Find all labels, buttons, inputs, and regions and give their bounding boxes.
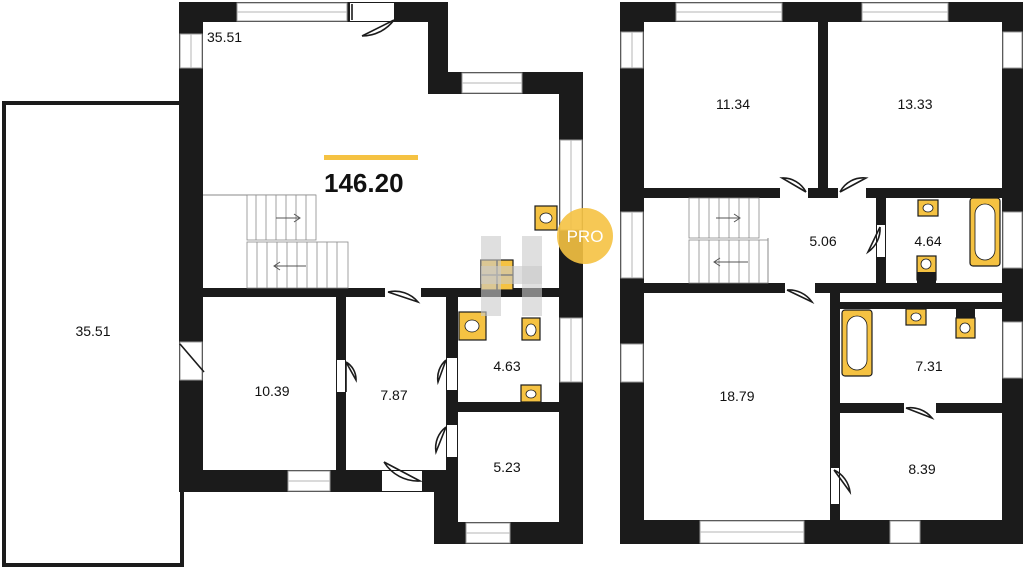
room-area-room-a: 10.39 — [254, 383, 289, 399]
room-area-bath-1: 4.63 — [493, 358, 520, 374]
room-area-bath-2: 4.64 — [914, 233, 941, 249]
room-area-room-c: 8.39 — [908, 461, 935, 477]
room-area-room-b: 5.23 — [493, 459, 520, 475]
floor-2-walls — [620, 2, 1023, 544]
room-area-terrace: 35.51 — [75, 323, 110, 339]
room-area-hall-living: 35.51 — [207, 29, 242, 45]
terrace-outline — [2, 101, 184, 567]
total-area: 146.20 — [324, 168, 404, 198]
floor-2-stairs — [688, 197, 769, 284]
room-area-hall-2: 5.06 — [809, 233, 836, 249]
watermark-text: PRO — [567, 227, 604, 246]
floor-2-doors — [779, 177, 936, 504]
room-area-bedroom-3: 18.79 — [719, 388, 754, 404]
room-area-bedroom-2: 13.33 — [897, 96, 932, 112]
floor-1-doors — [179, 3, 457, 491]
floor-1-stairs — [203, 194, 349, 289]
room-area-bedroom-1: 11.34 — [716, 96, 750, 112]
floor-2-fixtures — [841, 197, 1001, 377]
floor-2-windows — [620, 2, 1023, 544]
room-area-corridor: 7.87 — [380, 387, 407, 403]
total-area-underline — [324, 155, 418, 160]
watermark-logo: PRO — [481, 208, 613, 316]
room-area-bath-3: 7.31 — [915, 358, 942, 374]
